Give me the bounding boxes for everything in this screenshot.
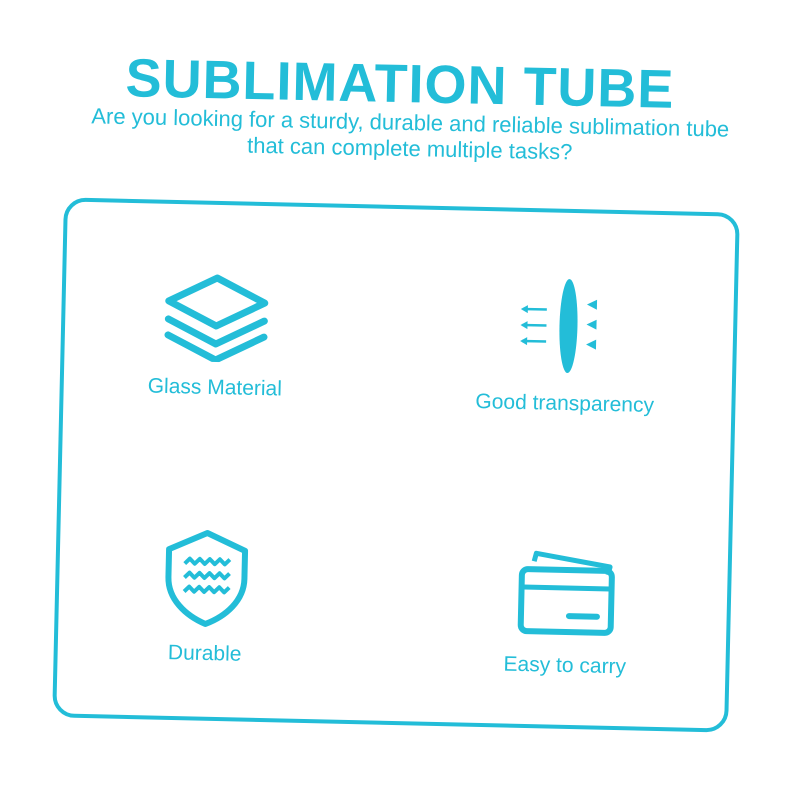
card-icon xyxy=(517,550,615,636)
feature-good-transparency: Good transparency xyxy=(434,275,697,419)
layers-icon xyxy=(164,274,269,364)
shield-icon xyxy=(165,530,249,627)
lens-icon xyxy=(520,279,598,374)
feature-glass-material: Glass Material xyxy=(85,269,348,403)
feature-durable: Durable xyxy=(74,525,337,669)
feature-easy-to-carry: Easy to carry xyxy=(435,547,698,681)
